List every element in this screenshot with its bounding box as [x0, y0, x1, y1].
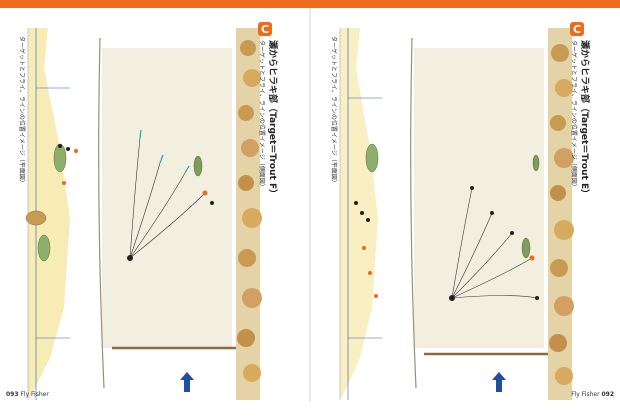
- top-accent-bar: [0, 0, 620, 8]
- line-tips: [139, 129, 190, 174]
- left-page: C 瀬からヒラキ部（Target＝Trout F） ターゲットとフライ、ラインの…: [0, 8, 308, 402]
- side-caption: ターゲットとフライ、ラインの位置イメージ（平面図）: [330, 36, 338, 186]
- rocky-bank: [236, 28, 262, 400]
- arrow-icon: [492, 372, 506, 392]
- trout-icon: [365, 143, 379, 173]
- side-caption: ターゲットとフライ、ラインの位置イメージ（平面図）: [18, 36, 26, 186]
- section-heading: 瀬からヒラキ部（Target＝Trout F）: [267, 40, 279, 198]
- section-letter: C: [573, 23, 581, 36]
- near-bank-edge: [410, 37, 417, 389]
- trout-icon: [532, 154, 540, 172]
- left-page-illustration: C 瀬からヒラキ部（Target＝Trout F） ターゲットとフライ、ラインの…: [18, 22, 279, 400]
- fly-dot-icon: [210, 201, 214, 205]
- section-heading: 瀬からヒラキ部（Target＝Trout E）: [579, 40, 591, 198]
- page-number: 093: [6, 391, 19, 398]
- sand-bank: [340, 28, 378, 398]
- near-bank-edge: [98, 37, 105, 389]
- folio-left: 093 Fly Fisher: [6, 391, 49, 398]
- trout-icon: [193, 155, 203, 177]
- sand-bank: [28, 28, 70, 398]
- angler-position: [449, 295, 455, 301]
- section-subheading: ターゲットとフライ、ラインの位置イメージ（側面図）: [570, 40, 578, 190]
- rock-icon: [25, 210, 47, 226]
- casting-lines: [129, 137, 206, 259]
- trout-icon: [521, 237, 531, 259]
- fly-dot-icon: [202, 190, 208, 196]
- right-page-illustration: C 瀬からヒラキ部（Target＝Trout E） ターゲットとフライ、ラインの…: [330, 22, 591, 400]
- river-band-left: [102, 48, 232, 348]
- section-badge: [258, 22, 272, 36]
- section-letter: C: [261, 23, 269, 36]
- section-subheading: ターゲットとフライ、ラインの位置イメージ（側面図）: [258, 40, 266, 190]
- fly-dot-icon: [470, 186, 539, 300]
- casting-lines: [451, 187, 538, 299]
- magazine-brand: Fly Fisher: [571, 391, 600, 398]
- river-band-right: [414, 48, 544, 348]
- rocky-bank: [548, 28, 574, 400]
- gutter: [309, 8, 311, 402]
- fly-dot-icon: [58, 144, 78, 185]
- fly-dot-icon: [354, 201, 378, 298]
- right-page: C 瀬からヒラキ部（Target＝Trout E） ターゲットとフライ、ラインの…: [312, 8, 620, 402]
- trout-icon: [37, 143, 67, 262]
- arrow-icon: [180, 372, 194, 392]
- folio-right: Fly Fisher 092: [571, 391, 614, 398]
- page-number: 092: [601, 391, 614, 398]
- angler-position: [127, 255, 133, 261]
- magazine-brand: Fly Fisher: [20, 391, 49, 398]
- section-badge: [570, 22, 584, 36]
